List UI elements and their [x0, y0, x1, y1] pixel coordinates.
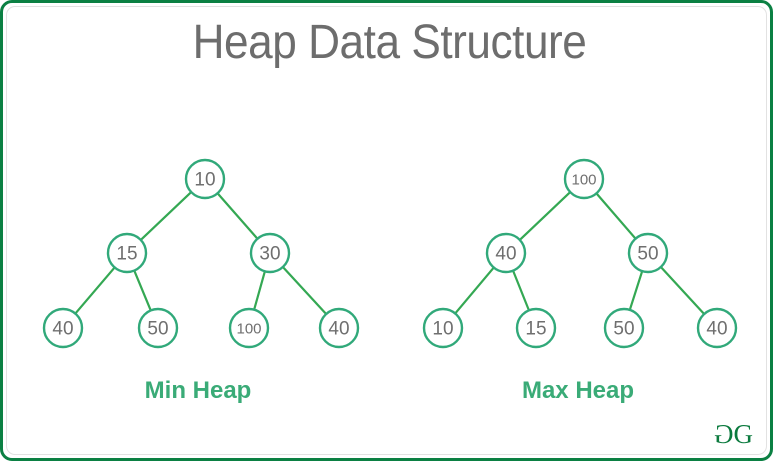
tree-node: 100 [563, 158, 605, 200]
tree-node: 40 [485, 232, 527, 274]
tree-node-value: 40 [328, 319, 349, 340]
tree-node-circle [184, 158, 226, 200]
tree-node: 40 [696, 307, 738, 349]
tree-node-value: 10 [432, 319, 453, 340]
tree-node-value: 30 [259, 244, 280, 265]
tree-nodes-layer: 10 15 30 40 50 100 40 100 40 50 10 15 50 40 [42, 158, 738, 349]
tree-node-value: 100 [236, 321, 261, 338]
tree-edge [518, 190, 572, 242]
tree-node: 50 [627, 232, 669, 274]
tree-node: 10 [184, 158, 226, 200]
tree-node-circle [137, 307, 179, 349]
tree-node-value: 15 [116, 244, 137, 265]
tree-node-circle [42, 307, 84, 349]
tree-node: 40 [42, 307, 84, 349]
tree-node: 50 [603, 307, 645, 349]
tree-node-circle [603, 307, 645, 349]
tree-edge [74, 266, 116, 315]
tree-node-circle [563, 158, 605, 200]
tree-edge [139, 190, 193, 242]
tree-node: 10 [422, 307, 464, 349]
tree-node: 100 [228, 307, 270, 349]
geeksforgeeks-logo: GG [715, 419, 753, 449]
logo-glyph-right: G [733, 419, 753, 449]
tree-node: 40 [318, 307, 360, 349]
tree-node-circle [228, 307, 270, 349]
tree-node: 15 [106, 232, 148, 274]
tree-node-circle [515, 307, 557, 349]
min-heap-label: Min Heap [144, 377, 252, 404]
tree-node-value: 50 [147, 319, 168, 340]
tree-node-circle [318, 307, 360, 349]
tree-node-circle [106, 232, 148, 274]
tree-node-circle [485, 232, 527, 274]
tree-node-value: 40 [706, 319, 727, 340]
tree-edge [133, 269, 152, 312]
heap-trees-svg: 10 15 30 40 50 100 40 100 40 50 10 15 50 40 [42, 158, 738, 349]
tree-node-value: 50 [613, 319, 634, 340]
tree-edges-layer [74, 190, 706, 316]
tree-edge [659, 265, 706, 316]
tree-node-value: 50 [637, 244, 658, 265]
tree-node-circle [627, 232, 669, 274]
tree-node-value: 15 [525, 319, 546, 340]
tree-node: 30 [249, 232, 291, 274]
tree-node-circle [696, 307, 738, 349]
tree-node-value: 100 [571, 172, 596, 189]
tree-node-value: 10 [194, 170, 215, 191]
tree-node-circle [249, 232, 291, 274]
logo-glyph-left: G [715, 419, 734, 449]
tree-edge [454, 266, 495, 315]
tree-node-value: 40 [495, 244, 516, 265]
tree-edge [511, 269, 531, 312]
tree-edge [281, 265, 328, 316]
tree-node-circle [422, 307, 464, 349]
tree-node-value: 40 [52, 319, 73, 340]
tree-edge [595, 192, 637, 240]
tree-edge [253, 270, 266, 311]
tree-edge [216, 192, 259, 240]
page-title: Heap Data Structure [192, 16, 587, 69]
tree-node: 15 [515, 307, 557, 349]
tree-node: 50 [137, 307, 179, 349]
max-heap-label: Max Heap [521, 377, 635, 404]
tree-edge [628, 269, 644, 312]
